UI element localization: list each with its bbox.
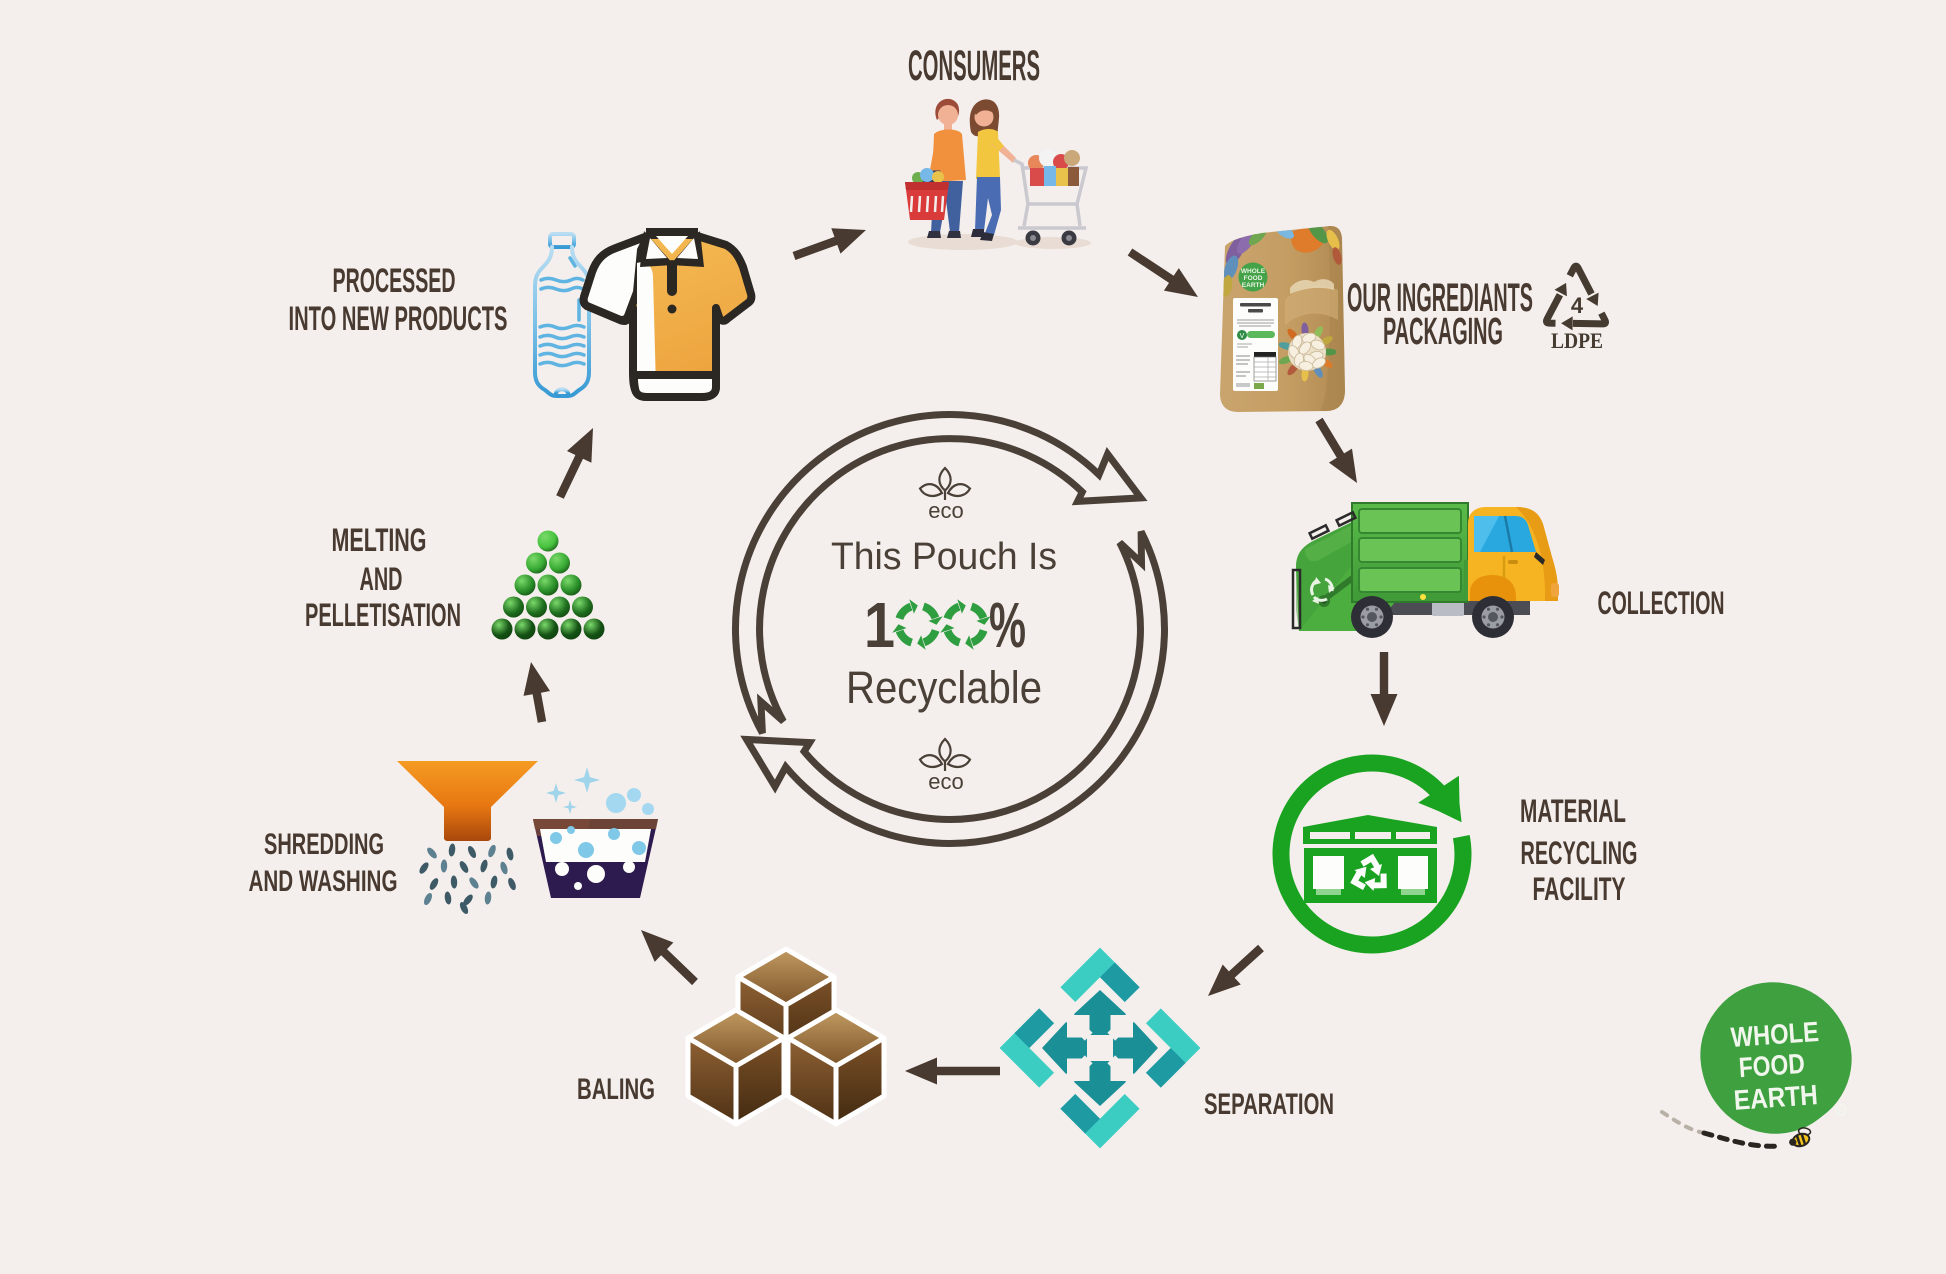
- svg-text:OUR INGREDIANTS: OUR INGREDIANTS: [1347, 276, 1533, 320]
- svg-text:MELTING: MELTING: [332, 522, 427, 558]
- svg-text:RECYCLING: RECYCLING: [1521, 835, 1638, 871]
- svg-text:R: R: [1838, 1108, 1843, 1115]
- svg-text:PELLETISATION: PELLETISATION: [305, 597, 461, 633]
- svg-text:FOOD: FOOD: [1738, 1048, 1806, 1084]
- svg-text:EARTH: EARTH: [1242, 282, 1265, 289]
- svg-text:FOOD: FOOD: [1244, 275, 1263, 282]
- svg-text:SEPARATION: SEPARATION: [1204, 1088, 1334, 1121]
- svg-text:COLLECTION: COLLECTION: [1598, 585, 1725, 621]
- svg-text:BALING: BALING: [577, 1073, 655, 1106]
- svg-text:LDPE: LDPE: [1551, 328, 1603, 353]
- svg-text:CONSUMERS: CONSUMERS: [908, 42, 1040, 90]
- svg-text:%: %: [989, 589, 1026, 661]
- svg-text:eco: eco: [928, 498, 963, 523]
- svg-text:eco: eco: [928, 769, 963, 794]
- svg-text:AND: AND: [360, 561, 403, 597]
- svg-text:EARTH: EARTH: [1733, 1079, 1819, 1116]
- svg-text:FACILITY: FACILITY: [1533, 871, 1626, 907]
- svg-text:V: V: [1240, 333, 1245, 340]
- svg-text:1: 1: [864, 589, 895, 661]
- svg-text:PACKAGING: PACKAGING: [1383, 311, 1503, 353]
- svg-text:This Pouch Is: This Pouch Is: [831, 536, 1057, 578]
- svg-text:INTO NEW PRODUCTS: INTO NEW PRODUCTS: [289, 300, 508, 338]
- svg-text:WHOLE: WHOLE: [1241, 268, 1266, 275]
- svg-text:WHOLE: WHOLE: [1730, 1016, 1820, 1053]
- svg-text:AND WASHING: AND WASHING: [249, 865, 398, 898]
- svg-text:Recyclable: Recyclable: [846, 662, 1042, 713]
- svg-text:MATERIAL: MATERIAL: [1520, 793, 1626, 829]
- svg-text:SHREDDING: SHREDDING: [264, 828, 384, 861]
- svg-text:PROCESSED: PROCESSED: [333, 262, 456, 300]
- svg-text:4: 4: [1571, 293, 1584, 318]
